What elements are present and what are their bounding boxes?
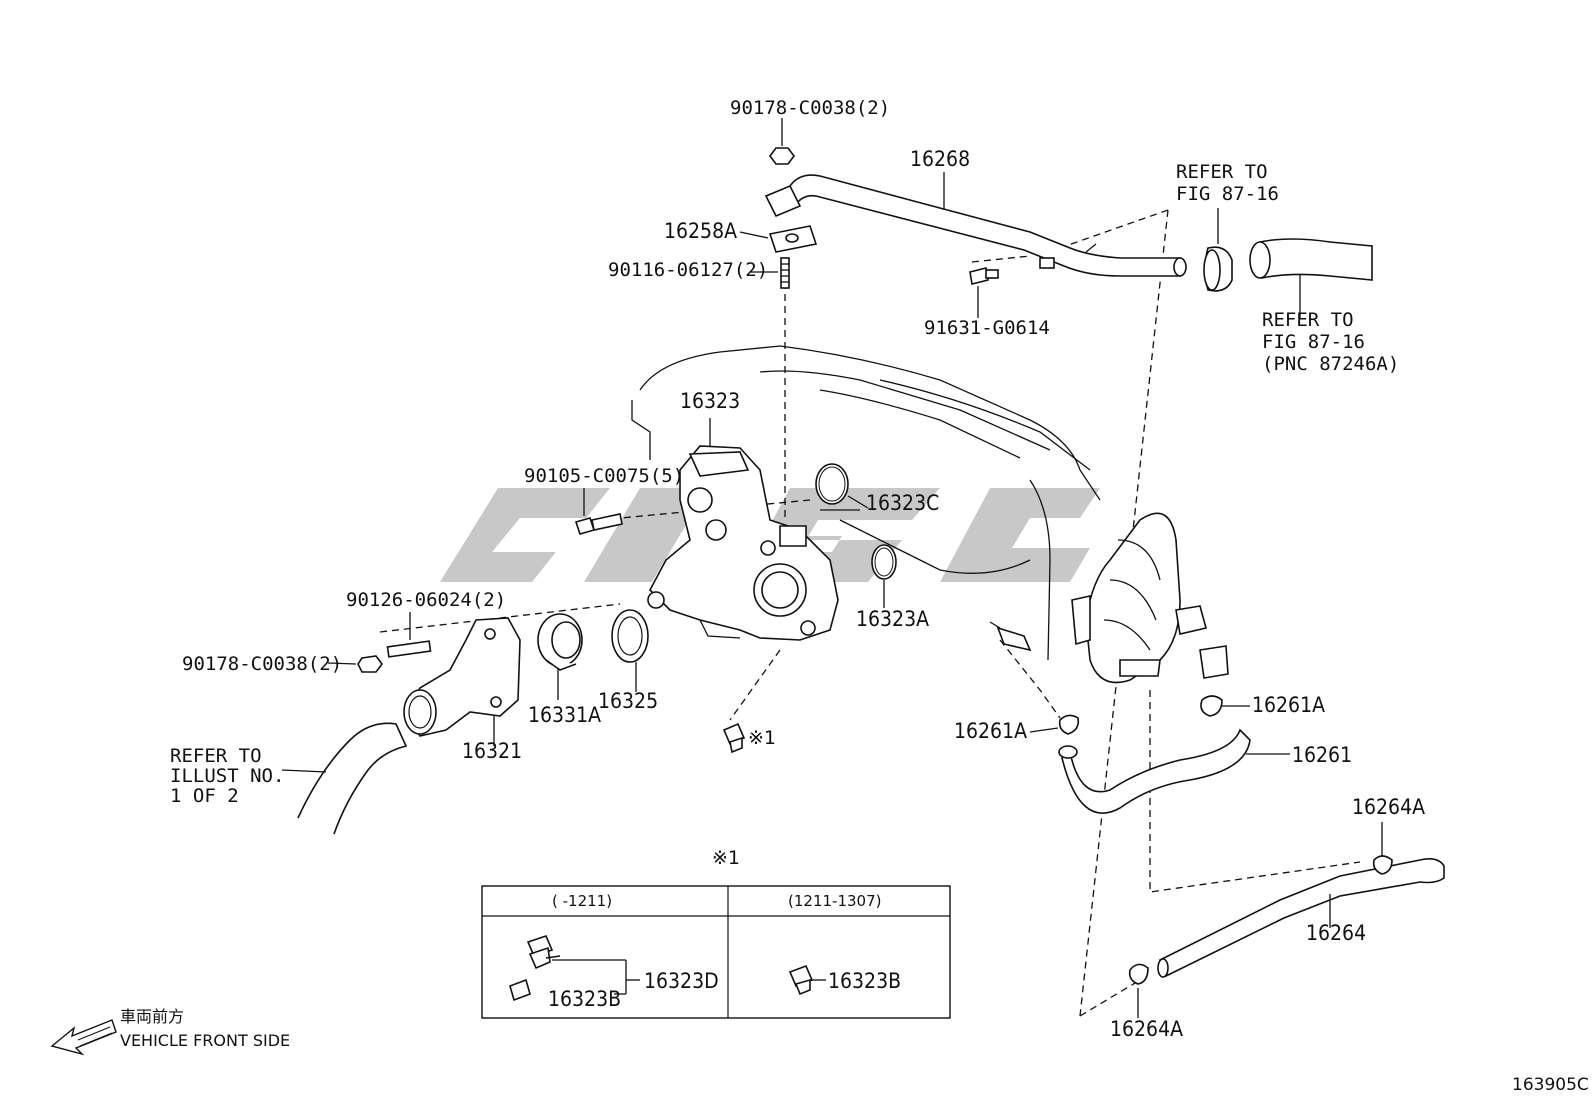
label-16258A: 16258A [664,219,737,243]
variant-inset-table: ※1 ( -1211) (1211-1307) 16323D 16323B 16… [481,847,951,1019]
clamp-16264A-bottom [1128,963,1149,1018]
hose-16261 [1058,728,1290,814]
hose-clamp-fig87 [1203,208,1233,292]
label-16323: 16323 [680,389,740,413]
label-16323A: 16323A [856,607,929,631]
gasket-16325 [611,609,649,692]
gasket-16258A [739,225,818,253]
inset-col1-header: ( -1211) [552,892,612,910]
stud-90116 [780,257,790,289]
stud-90126 [386,612,432,658]
inset-title: ※1 [712,847,740,869]
part-labels: 90178-C0038(2) 16268 16258A 90116-06127(… [170,97,1425,1041]
inset-label-16323B-left: 16323B [548,987,621,1011]
figure-code: 163905C [1512,1075,1589,1095]
label-16261: 16261 [1292,743,1352,767]
label-16264: 16264 [1306,921,1366,945]
label-16264A-bottom: 16264A [1110,1017,1183,1041]
label-16325: 16325 [598,689,658,713]
nut-90178-top [769,118,795,165]
label-refer-left-line2: ILLUST NO. [170,765,284,787]
bolt-90105 [574,488,623,535]
label-90116: 90116-06127(2) [608,259,768,281]
label-refer-right-line3: (PNC 87246A) [1262,353,1399,375]
clamp-16261A-right [1200,695,1250,717]
o-ring-16323C [815,463,869,509]
label-16323C: 16323C [866,491,939,515]
engine-head-outline [631,345,1101,661]
water-inlet-16321 [403,617,521,746]
water-pipe-16268 [764,174,1187,277]
vehicle-front-indicator: 車両前方 VEHICLE FRONT SIDE [50,1007,290,1056]
label-16331A: 16331A [528,703,601,727]
label-refer-right-line2: FIG 87-16 [1262,331,1365,353]
label-refer-left-line1: REFER TO [170,745,262,767]
direction-jp: 車両前方 [120,1007,184,1026]
label-16261A-left: 16261A [954,719,1027,743]
front-arrow-icon [50,1019,117,1056]
inset-plug-b [509,978,531,1002]
bolt-91631 [969,267,999,318]
thermostat-16331A [537,613,583,700]
hose-fig87-right [1249,238,1373,318]
hose-left-illust [281,722,408,835]
inset-col2-header: (1211-1307) [788,892,881,910]
clamp-16264A-top [1372,822,1393,875]
clamp-16261A-left [1029,714,1080,735]
label-90126: 90126-06024(2) [346,589,506,611]
label-16321: 16321 [462,739,522,763]
label-90178-top: 90178-C0038(2) [730,97,890,119]
hose-16264 [1157,858,1445,978]
label-90105: 90105-C0075(5) [524,465,684,487]
o-ring-16323A [871,544,897,608]
label-16264A-top: 16264A [1352,795,1425,819]
direction-en: VEHICLE FRONT SIDE [120,1031,290,1050]
label-91631: 91631-G0614 [924,317,1050,339]
nut-90178-left [327,655,383,673]
inset-label-16323B-right: 16323B [828,969,901,993]
inset-label-16323D: 16323D [644,969,719,993]
label-16261A-right: 16261A [1252,693,1325,717]
bypass-fitting [1071,512,1229,684]
label-refer-left-line3: 1 OF 2 [170,785,239,807]
label-16268: 16268 [910,147,970,171]
drain-plug-note1 [722,722,746,754]
label-refer-top-line1: REFER TO [1176,161,1268,183]
label-refer-top-line2: FIG 87-16 [1176,183,1279,205]
inset-plug-d [526,935,561,970]
pipe-stub-left [989,621,1032,652]
label-90178-left: 90178-C0038(2) [182,653,342,675]
label-note-mark-drain: ※1 [748,727,776,749]
label-refer-right-line1: REFER TO [1262,309,1354,331]
water-housing-16323 [647,418,839,641]
